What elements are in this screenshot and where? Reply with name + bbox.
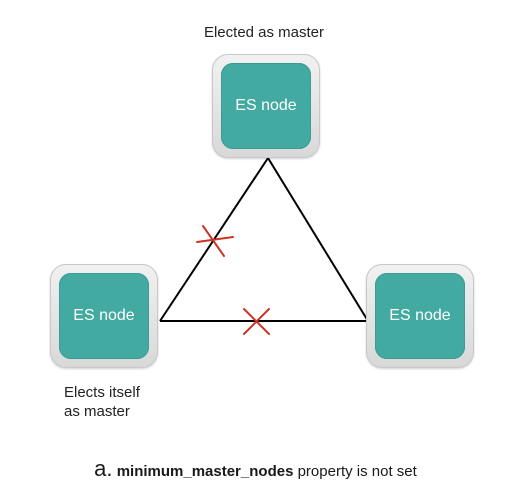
es-node-left: ES node (50, 264, 158, 368)
es-node-left-label: ES node (59, 273, 149, 359)
break-mark-top-left (196, 225, 234, 257)
caption-elects-itself-line1: Elects itself (64, 384, 140, 401)
figure-letter: a. (94, 456, 113, 481)
figure-caption: a. minimum_master_nodes property is not … (0, 456, 511, 482)
es-node-right: ES node (366, 264, 474, 368)
break-mark-left-right (243, 308, 270, 335)
edge-top-right (267, 157, 369, 322)
property-name: minimum_master_nodes (116, 463, 294, 480)
es-node-right-label: ES node (375, 273, 465, 359)
es-node-top-label: ES node (221, 63, 311, 149)
caption-elects-itself: Elects itself as master (64, 383, 140, 421)
property-status: property is not set (297, 463, 417, 480)
caption-elects-itself-line2: as master (64, 403, 130, 420)
es-node-top: ES node (212, 54, 320, 158)
caption-elected-master: Elected as master (203, 24, 325, 41)
